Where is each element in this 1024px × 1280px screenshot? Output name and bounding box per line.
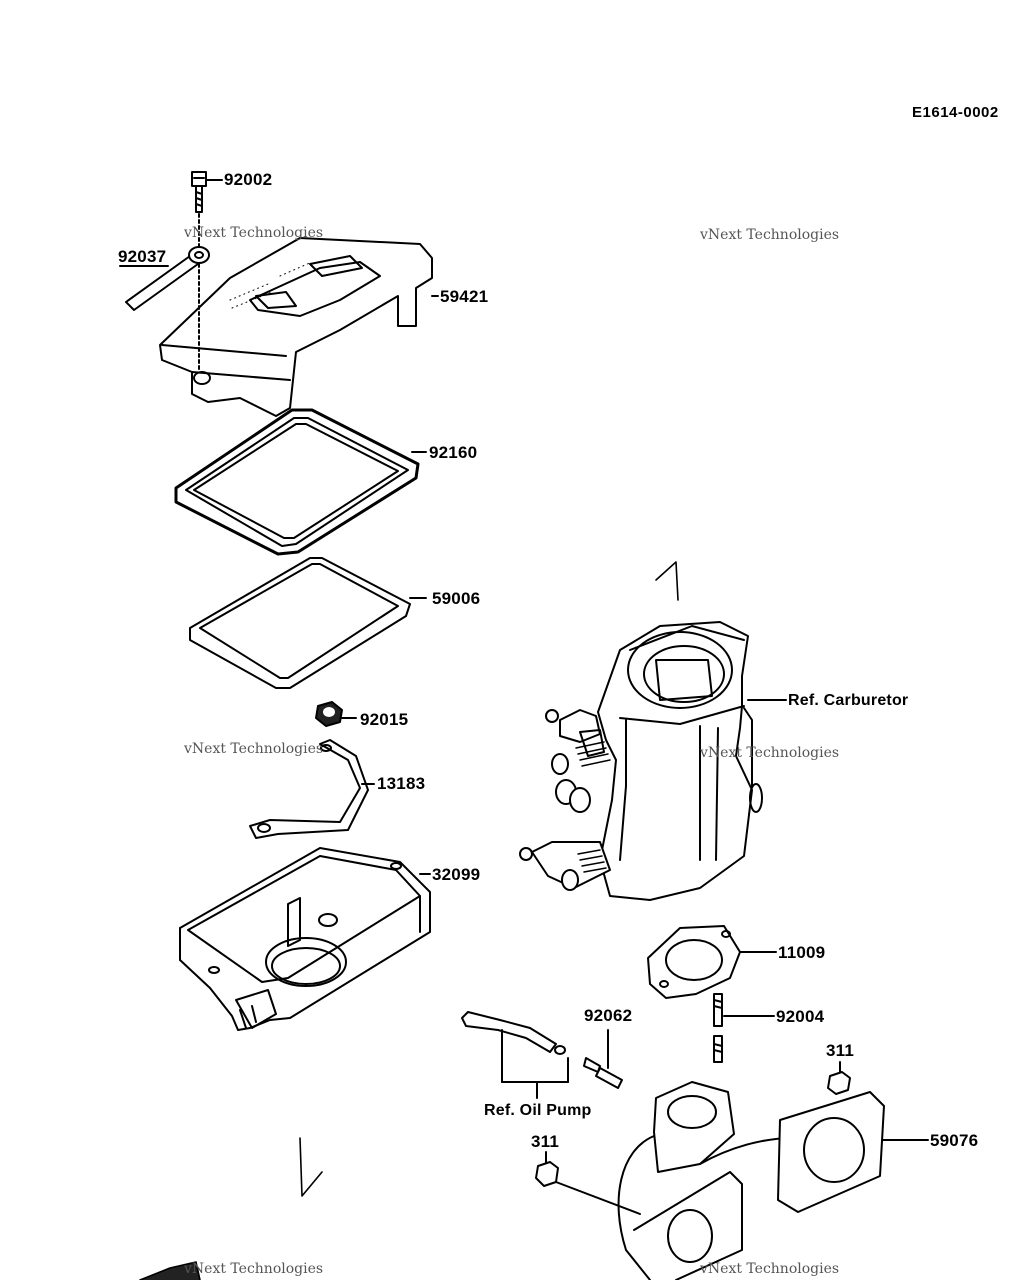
label-59421: 59421 bbox=[440, 287, 489, 306]
nut-311-lower-shape bbox=[535, 1151, 641, 1215]
carb-spring-upper bbox=[575, 741, 611, 767]
label-92062: 92062 bbox=[584, 1006, 633, 1025]
bolt-92002-shape bbox=[191, 171, 223, 247]
label-92015: 92015 bbox=[360, 710, 409, 729]
air-cover-59421-shape bbox=[159, 237, 439, 417]
base-32099-shape bbox=[179, 847, 431, 1031]
label-92160: 92160 bbox=[429, 443, 478, 462]
gasket-11009-shape bbox=[647, 925, 777, 999]
label-59006: 59006 bbox=[432, 589, 481, 608]
fitting-92062-shape bbox=[461, 1011, 623, 1099]
diagram-id: E1614-0002 bbox=[912, 104, 999, 121]
label-11009: 11009 bbox=[778, 943, 826, 962]
carb-spring-lower bbox=[577, 849, 607, 873]
label-311-lower: 311 bbox=[531, 1132, 560, 1151]
label-59076: 59076 bbox=[930, 1131, 979, 1150]
filter-59006-shape bbox=[189, 557, 427, 689]
carburetor-shape bbox=[519, 621, 787, 901]
nut-311-upper-shape bbox=[827, 1061, 851, 1095]
label-92037: 92037 bbox=[118, 247, 167, 266]
ref-oil-pump-label: Ref. Oil Pump bbox=[484, 1102, 592, 1119]
manifold-59076-shape bbox=[617, 1081, 929, 1280]
ref-carburetor-label: Ref. Carburetor bbox=[788, 692, 909, 709]
label-311-upper: 311 bbox=[826, 1041, 855, 1060]
label-32099: 32099 bbox=[432, 865, 481, 884]
stud-92004-shape bbox=[713, 993, 775, 1063]
bracket-13183-shape bbox=[249, 739, 375, 839]
label-92004: 92004 bbox=[776, 1007, 825, 1026]
frame-92160-shape bbox=[174, 408, 427, 556]
reference-marks bbox=[139, 561, 679, 1280]
label-13183: 13183 bbox=[377, 774, 426, 793]
label-92002: 92002 bbox=[224, 170, 273, 189]
nut-92015-shape bbox=[315, 701, 357, 727]
